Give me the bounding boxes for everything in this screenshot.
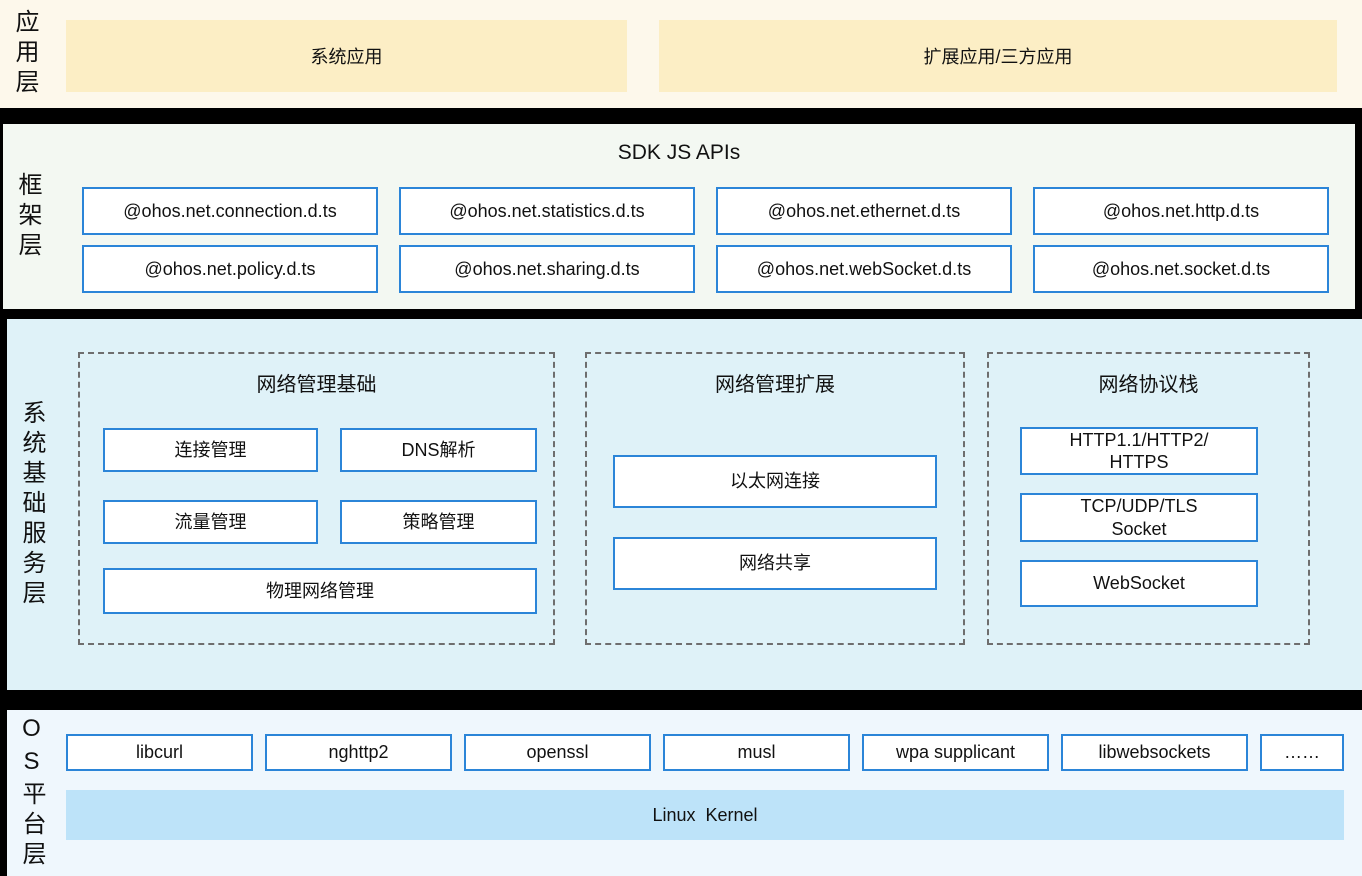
network-protocol-stack-title: 网络协议栈 <box>1098 374 1199 396</box>
api-box-connection: @ohos.net.connection.d.ts <box>82 187 378 235</box>
api-row-1: @ohos.net.connection.d.ts @ohos.net.stat… <box>82 187 1329 235</box>
musl-box: musl <box>663 734 850 771</box>
api-box-policy: @ohos.net.policy.d.ts <box>82 245 378 293</box>
nghttp2-box: nghttp2 <box>265 734 452 771</box>
api-box-statistics: @ohos.net.statistics.d.ts <box>399 187 695 235</box>
websocket-box: WebSocket <box>1020 560 1258 607</box>
system-apps-box: 系统应用 <box>66 20 627 92</box>
os-platform-layer-band: OS平台层 libcurl nghttp2 openssl musl wpa s… <box>0 710 1362 876</box>
api-box-sharing: @ohos.net.sharing.d.ts <box>399 245 695 293</box>
http-protocols-box: HTTP1.1/HTTP2/ HTTPS <box>1020 427 1258 475</box>
os-libraries-row: libcurl nghttp2 openssl musl wpa supplic… <box>66 734 1344 771</box>
openssl-box: openssl <box>464 734 651 771</box>
dns-resolution-box: DNS解析 <box>340 428 537 472</box>
network-management-basics-title: 网络管理基础 <box>256 374 377 396</box>
layer-separator-1 <box>0 108 1362 124</box>
tcp-udp-tls-socket-box: TCP/UDP/TLS Socket <box>1020 493 1258 542</box>
system-services-layer-band: 系统基础服务层 网络管理基础 连接管理 DNS解析 流量管理 策略管理 物理网络… <box>0 319 1362 690</box>
api-box-socket: @ohos.net.socket.d.ts <box>1033 245 1329 293</box>
network-management-basics-group: 网络管理基础 连接管理 DNS解析 流量管理 策略管理 物理网络管理 <box>78 352 555 645</box>
traffic-management-box: 流量管理 <box>103 500 318 544</box>
application-layer-label: 应用层 <box>11 9 38 99</box>
system-services-layer-label: 系统基础服务层 <box>18 399 45 610</box>
network-management-extension-group: 网络管理扩展 以太网连接 网络共享 <box>585 352 965 645</box>
policy-management-box: 策略管理 <box>340 500 537 544</box>
connection-management-box: 连接管理 <box>103 428 318 472</box>
libcurl-box: libcurl <box>66 734 253 771</box>
linux-kernel-box: Linux Kernel <box>66 790 1344 840</box>
layer-separator-3 <box>0 690 1362 710</box>
more-libs-box: …… <box>1260 734 1344 771</box>
framework-layer-band: 框架层 SDK JS APIs @ohos.net.connection.d.t… <box>0 124 1362 309</box>
framework-layer-label: 框架层 <box>14 171 41 262</box>
physical-network-management-box: 物理网络管理 <box>103 568 537 614</box>
extended-third-party-apps-box: 扩展应用/三方应用 <box>659 20 1337 92</box>
ethernet-connection-box: 以太网连接 <box>613 455 937 508</box>
api-box-websocket: @ohos.net.webSocket.d.ts <box>716 245 1012 293</box>
os-platform-layer-label: OS平台层 <box>18 715 45 871</box>
api-box-http: @ohos.net.http.d.ts <box>1033 187 1329 235</box>
application-layer-band: 应用层 系统应用 扩展应用/三方应用 <box>0 0 1362 108</box>
network-protocol-stack-group: 网络协议栈 HTTP1.1/HTTP2/ HTTPS TCP/UDP/TLS S… <box>987 352 1310 645</box>
wpa-supplicant-box: wpa supplicant <box>862 734 1049 771</box>
sdk-js-apis-title: SDK JS APIs <box>617 141 741 164</box>
network-management-extension-title: 网络管理扩展 <box>715 374 835 396</box>
api-box-ethernet: @ohos.net.ethernet.d.ts <box>716 187 1012 235</box>
api-row-2: @ohos.net.policy.d.ts @ohos.net.sharing.… <box>82 245 1329 293</box>
libwebsockets-box: libwebsockets <box>1061 734 1248 771</box>
layer-separator-2 <box>0 309 1362 319</box>
network-sharing-box: 网络共享 <box>613 537 937 590</box>
